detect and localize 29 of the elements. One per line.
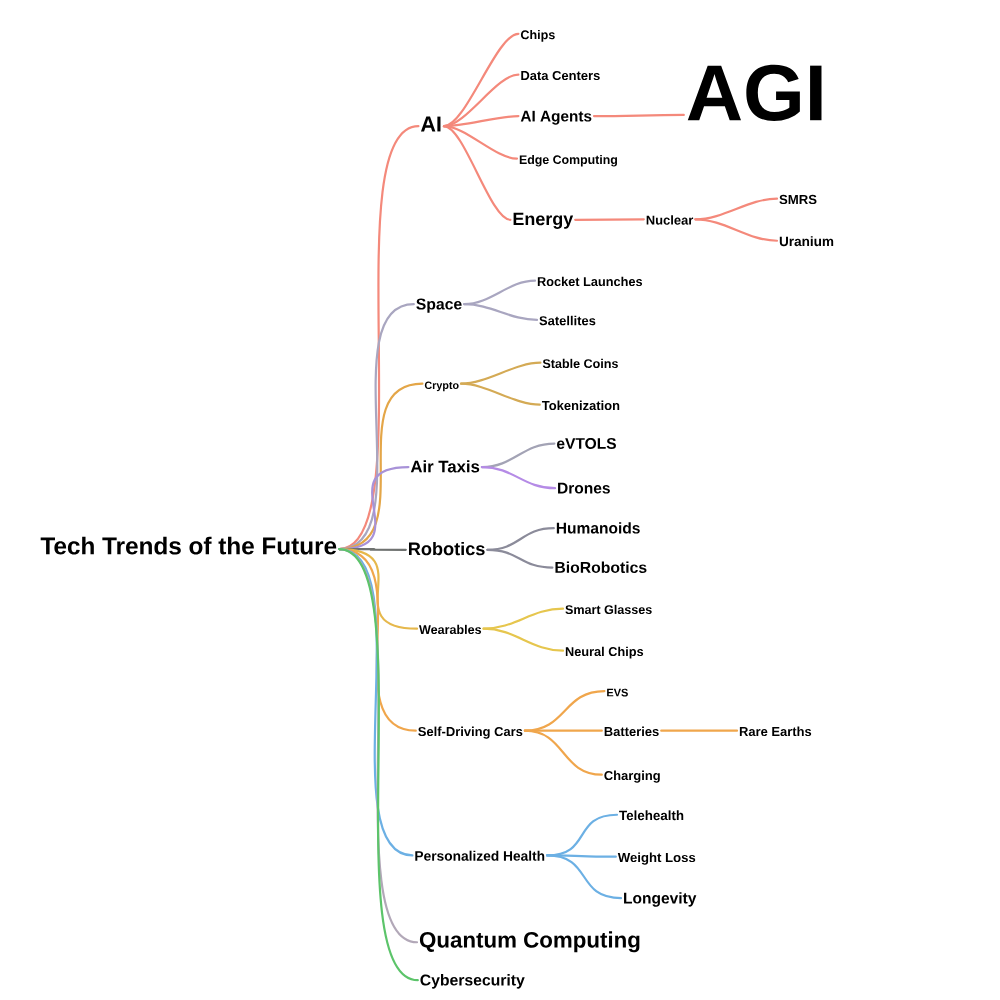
branch-topic: Air Taxis [410, 460, 480, 473]
branch-line [694, 218, 779, 242]
subtopic-label: AGI [687, 64, 822, 121]
branch-topic: Robotics [409, 541, 485, 556]
branch-line [459, 382, 541, 406]
branch-line [337, 547, 414, 857]
branch-topic: Quantum Computing [419, 931, 640, 953]
central-topic: Tech Trends of the Future [40, 536, 337, 555]
branch-line [442, 73, 520, 128]
branch-line [459, 361, 542, 385]
branch-line [545, 854, 617, 858]
branch-line [486, 527, 555, 551]
branch-line [442, 32, 520, 128]
branch-line [523, 690, 606, 732]
branch-line [592, 113, 685, 118]
branch-line [486, 548, 554, 569]
branch-line [442, 125, 512, 221]
branch-line [480, 465, 557, 490]
branch-line [523, 729, 603, 776]
branch-line [482, 627, 565, 652]
subtopic-label: Energy [513, 212, 574, 229]
branch-line [442, 125, 519, 160]
branch-line [574, 218, 645, 221]
branch-topic: AI [420, 116, 441, 132]
branch-line [463, 303, 539, 321]
branch-line [660, 729, 739, 732]
branch-line [337, 125, 420, 551]
branch-line [482, 607, 565, 630]
branch-line [545, 854, 623, 900]
